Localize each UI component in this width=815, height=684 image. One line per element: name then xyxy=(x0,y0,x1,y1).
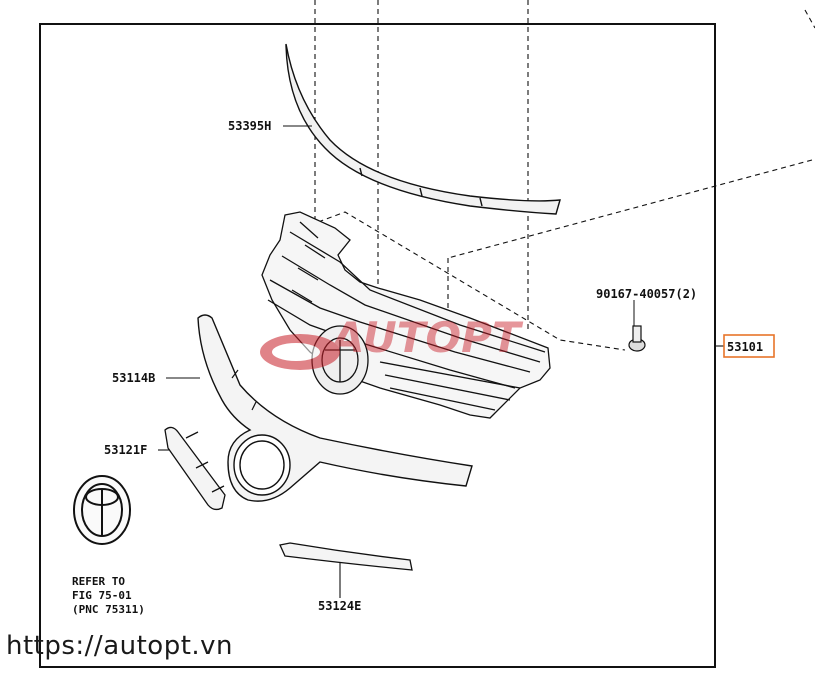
footer-url[interactable]: https://autopt.vn xyxy=(6,631,234,661)
dashed-leaders xyxy=(309,0,815,351)
label-53121[interactable]: 53121F xyxy=(104,443,147,457)
label-53114[interactable]: 53114B xyxy=(112,371,155,385)
label-53395[interactable]: 53395H xyxy=(228,119,271,133)
molding-strip-53395 xyxy=(285,43,561,215)
diagram-frame xyxy=(39,23,716,668)
lower-strip-53124 xyxy=(279,542,413,571)
radiator-grille xyxy=(261,211,551,419)
label-53101[interactable]: 53101 xyxy=(727,340,763,354)
emblem-icon xyxy=(73,475,131,545)
label-leaders xyxy=(158,125,724,598)
label-53124[interactable]: 53124E xyxy=(318,599,361,613)
note-line-3: (PNC 75311) xyxy=(72,603,145,616)
callout-box-53101 xyxy=(723,334,775,358)
label-90167[interactable]: 90167-40057(2) xyxy=(596,287,697,301)
clip-90167 xyxy=(628,300,646,352)
garnish-53114 xyxy=(197,314,473,502)
note-line-1: REFER TO xyxy=(72,575,125,588)
garnish-53121 xyxy=(164,426,226,511)
watermark-text: AUTOPT xyxy=(329,313,524,362)
watermark-logo: AUTOPT xyxy=(260,313,524,370)
note-line-2: FIG 75-01 xyxy=(72,589,132,602)
